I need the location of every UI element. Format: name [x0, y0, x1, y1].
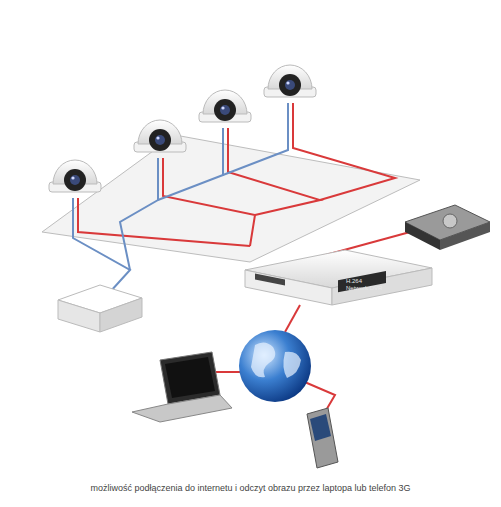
caption: możliwość podłączenia do internetu i odc… — [0, 483, 501, 493]
device-label: Network DVR — [346, 285, 382, 291]
device-label: H.264 — [346, 278, 362, 284]
